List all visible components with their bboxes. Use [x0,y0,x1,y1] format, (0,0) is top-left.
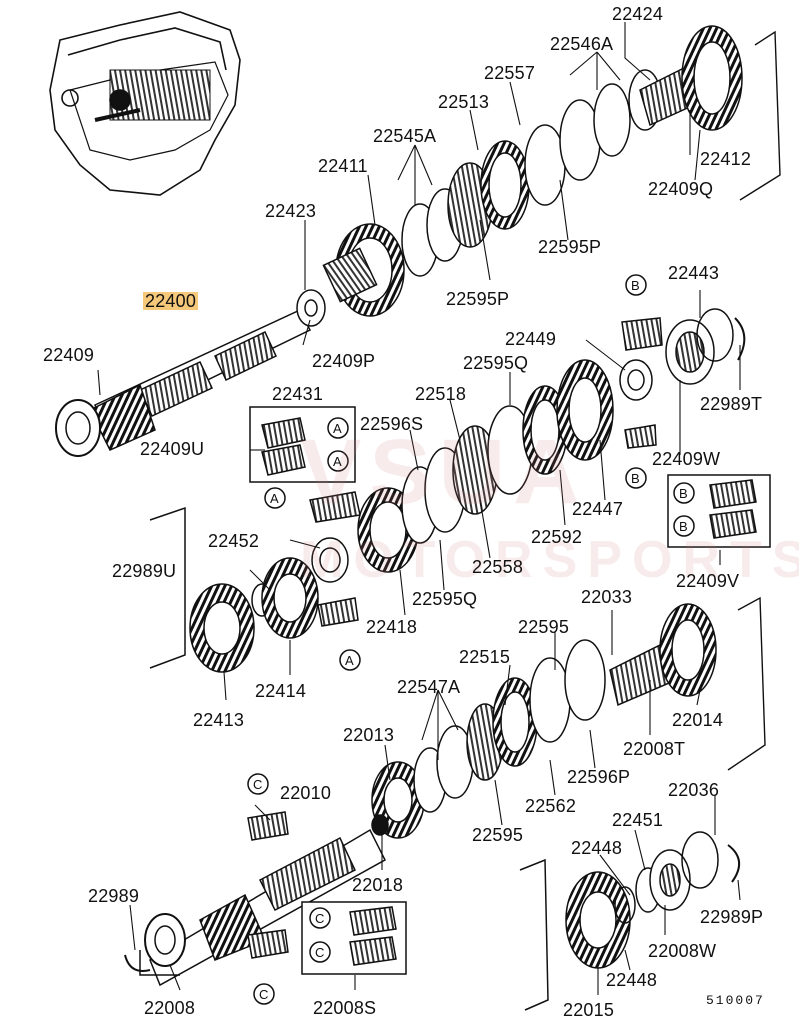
callout-b-1: B [631,278,640,293]
part-label-22418: 22418 [366,617,418,637]
part-label-22443: 22443 [668,263,720,283]
part-label-22409U: 22409U [140,439,205,459]
callout-c-1: C [253,777,263,792]
figure-number: 510007 [706,993,765,1008]
part-label-22518: 22518 [415,384,467,404]
part-label-22562: 22562 [525,796,577,816]
part-label-22409V: 22409V [676,571,740,591]
part-label-22423: 22423 [265,201,317,221]
watermark-line-2: MOTORSPORTS [300,531,799,589]
transmission-case-inset [49,11,241,196]
part-label-22409: 22409 [43,345,95,365]
part-label-22452: 22452 [208,531,260,551]
part-label-22513: 22513 [438,92,490,112]
part-label-22989: 22989 [88,886,140,906]
bearing-assembly-22443 [619,274,746,489]
callout-c-3: C [315,911,325,926]
part-label-22010: 22010 [280,783,332,803]
callout-b-2: B [631,471,640,486]
part-label-22557: 22557 [484,63,536,83]
watermark-line-1: VSUA [300,421,588,523]
part-label-22413: 22413 [193,710,245,730]
bearing-box-22008S [301,901,407,975]
part-label-22448-upper: 22448 [571,838,623,858]
part-label-22008S: 22008S [313,998,377,1018]
callout-c-4: C [315,945,325,960]
bearing-box-22409U [249,406,356,483]
bearing-box-22409V [667,474,771,548]
part-label-22033: 22033 [581,587,633,607]
part-label-22451: 22451 [612,810,664,830]
input-shaft [55,289,326,457]
part-label-22989P: 22989P [700,907,764,927]
part-label-22431: 22431 [272,384,324,404]
callout-c-2: C [259,987,269,1002]
callout-a-4: A [345,653,354,668]
output-shaft [124,773,389,1005]
part-label-22546A: 22546A [550,34,614,54]
part-label-22595P-lower: 22595P [446,289,510,309]
callout-a-1: A [333,421,342,436]
part-label-22013: 22013 [343,725,395,745]
part-label-22409P: 22409P [312,351,376,371]
callout-a-2: A [333,454,342,469]
part-label-22989T: 22989T [700,394,763,414]
part-label-22036: 22036 [668,780,720,800]
callout-a-3: A [270,491,279,506]
part-label-22447: 22447 [572,499,624,519]
reverse-gear-group [149,506,361,673]
part-label-22595Q-lower: 22595Q [412,589,478,609]
callout-b-4: B [679,519,688,534]
part-label-22014: 22014 [672,710,724,730]
part-label-22409W: 22409W [652,449,721,469]
leader-lines [97,22,741,995]
output-gear-stack [371,603,717,839]
part-label-22008: 22008 [144,998,196,1018]
part-label-22595-lower: 22595 [472,825,524,845]
part-label-22596S: 22596S [360,414,424,434]
part-label-22409Q: 22409Q [648,179,714,199]
part-label-22595-upper: 22595 [518,617,570,637]
part-label-22989U: 22989U [112,561,177,581]
bracket-22412 [739,30,781,201]
part-label-22015: 22015 [563,1000,615,1020]
part-label-22595P-upper: 22595P [538,237,602,257]
part-label-22018: 22018 [352,875,404,895]
part-label-22414: 22414 [255,681,307,701]
part-label-22008T: 22008T [623,739,686,759]
part-label-22412: 22412 [700,149,752,169]
part-label-22008W: 22008W [648,941,717,961]
part-label-22547A: 22547A [397,677,461,697]
part-label-22595Q-upper: 22595Q [463,353,529,373]
part-label-22558: 22558 [472,557,524,577]
part-label-22596P: 22596P [567,767,631,787]
part-label-22545A: 22545A [373,126,437,146]
part-label-22400: 22400 [143,291,199,311]
bracket-22014 [727,596,766,771]
callout-b-3: B [679,486,688,501]
part-label-22592: 22592 [531,527,583,547]
part-label-22515: 22515 [459,647,511,667]
countershaft-gear-stack [264,359,614,583]
part-label-22448-lower: 22448 [606,970,658,990]
part-label-22411: 22411 [318,156,368,176]
part-label-22449: 22449 [505,329,557,349]
part-label-22424: 22424 [612,4,664,24]
gear-22015-assembly [519,831,740,1011]
